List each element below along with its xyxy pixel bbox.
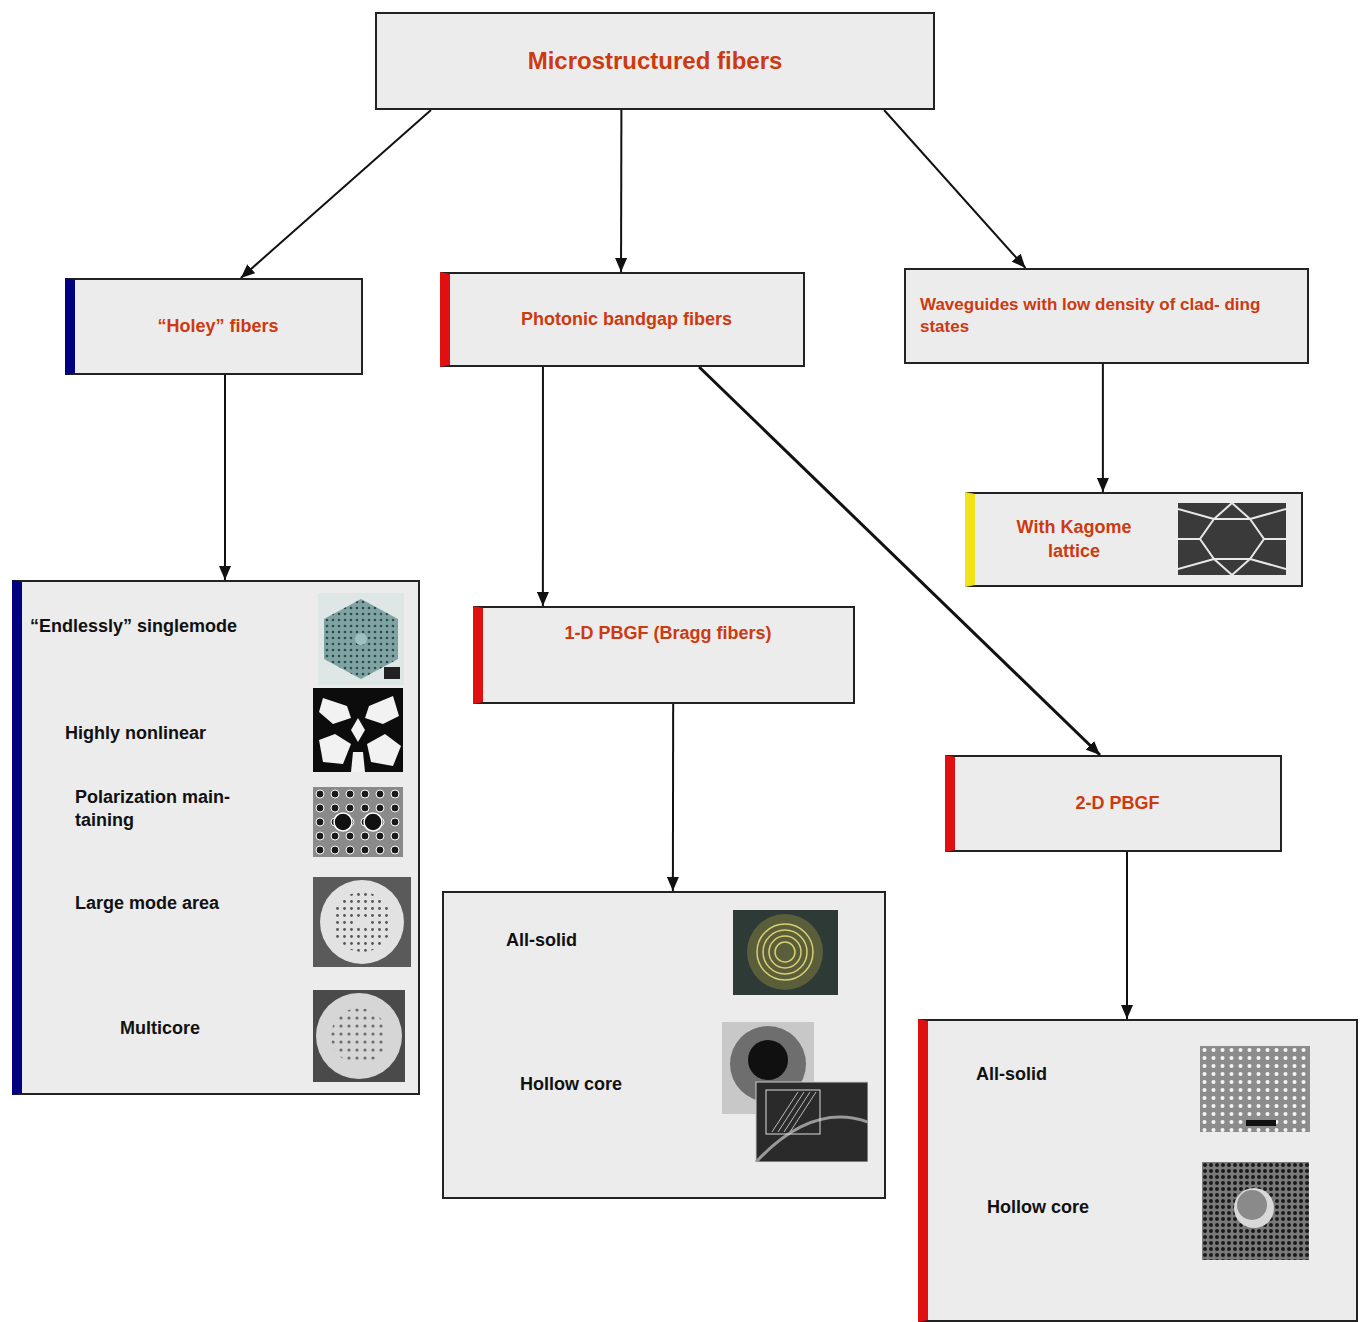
fiber-type-label: Multicore [120, 1017, 320, 1040]
fiber-type-label: “Endlessly” singlemode [30, 615, 320, 638]
arrow-connector [224, 375, 226, 580]
fiber-image [318, 593, 404, 685]
box-heading: 2-D PBGF [1075, 792, 1159, 815]
box-heading: Microstructured fibers [528, 45, 783, 76]
label-holder: Highly nonlinear [65, 722, 315, 745]
arrow-connector [542, 367, 544, 606]
arrow-connector [1126, 852, 1128, 1019]
arrow-connector [884, 110, 1025, 268]
label-holder: All-solid [976, 1063, 1176, 1086]
fiber-type-label: All-solid [506, 929, 706, 952]
category-box: Photonic bandgap fibers [440, 272, 805, 367]
label-holder: All-solid [506, 929, 706, 952]
fiber-image [313, 688, 403, 772]
label-holder: “Endlessly” singlemode [30, 615, 320, 638]
box-heading: 1-D PBGF (Bragg fibers) [564, 622, 771, 645]
fiber-type-label: Hollow core [520, 1073, 720, 1096]
label-holder: Hollow core [520, 1073, 720, 1096]
box-heading: With Kagome lattice [1004, 516, 1144, 563]
category-box: Microstructured fibers [375, 12, 935, 110]
fiber-type-label: Large mode area [75, 892, 315, 915]
label-holder: Hollow core [987, 1196, 1187, 1219]
fiber-image [722, 1022, 868, 1162]
category-box: Waveguides with low density of clad- din… [904, 268, 1309, 364]
fiber-type-label: Hollow core [987, 1196, 1187, 1219]
category-box: 2-D PBGF [945, 755, 1282, 852]
arrow-connector [1102, 364, 1104, 492]
label-holder: Large mode area [75, 892, 315, 915]
box-heading: Waveguides with low density of clad- din… [920, 294, 1293, 338]
box-heading: Photonic bandgap fibers [521, 308, 732, 331]
arrow-connector [241, 110, 431, 278]
fiber-type-label: Polarization main- taining [75, 786, 247, 833]
arrow-connector [672, 704, 674, 891]
fiber-image [1178, 503, 1286, 575]
category-box: 1-D PBGF (Bragg fibers) [473, 606, 855, 704]
fiber-image [733, 910, 838, 995]
fiber-type-label: Highly nonlinear [65, 722, 315, 745]
box-heading: “Holey” fibers [157, 315, 278, 338]
fiber-image [313, 787, 403, 857]
label-holder: Multicore [120, 1017, 320, 1040]
fiber-image [313, 990, 405, 1082]
fiber-image [1202, 1162, 1309, 1260]
arrow-connector [620, 110, 622, 272]
category-box: “Holey” fibers [65, 278, 363, 375]
label-holder: Polarization main- taining [75, 786, 247, 833]
fiber-image [313, 877, 411, 967]
fiber-image [1200, 1046, 1310, 1132]
fiber-type-label: All-solid [976, 1063, 1176, 1086]
